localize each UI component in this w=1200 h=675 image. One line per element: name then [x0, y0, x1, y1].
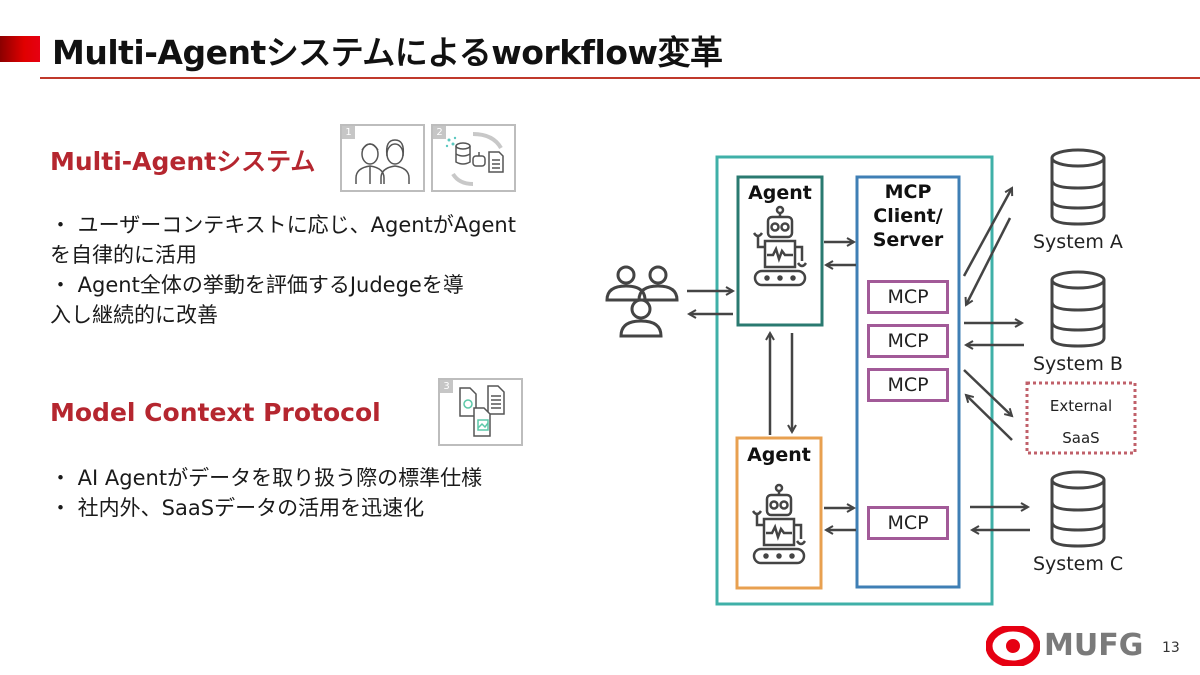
slide-title: Multi-Agentシステムによるworkflow変革 — [52, 33, 723, 72]
agent-top-label: Agent — [748, 182, 812, 204]
section1-bullets: ・ ユーザーコンテキストに応じ、AgentがAgent を自律的に活用 ・ Ag… — [50, 210, 516, 330]
database-icon-system-b — [1050, 270, 1106, 348]
system-boundary — [715, 155, 994, 606]
bullet-text: ・ 社内外、SaaSデータの活用を迅速化 — [50, 496, 425, 520]
bullet-text: ・ Agent全体の挙動を評価するJudegeを導 — [50, 273, 464, 297]
documents-icon — [459, 385, 505, 437]
agent-bottom-label: Agent — [747, 444, 811, 466]
title-accent-bar — [0, 36, 40, 62]
mcp-module-1: MCP — [867, 280, 949, 314]
arrow-system-a-to-mcp — [966, 217, 1012, 305]
arrow-mcp-to-saas — [963, 369, 1012, 416]
bullet-text: ・ AI Agentがデータを取り扱う際の標準仕様 — [50, 466, 483, 490]
mufg-logo-text: MUFG — [1044, 628, 1144, 663]
mcp-module-2: MCP — [867, 324, 949, 358]
thumbnail-3: 3 — [438, 378, 523, 446]
agent-box-top — [736, 175, 824, 327]
arrow-saas-to-mcp — [966, 395, 1013, 441]
system-c-label: System C — [1033, 553, 1124, 575]
section-heading-multi-agent: Multi-Agentシステム — [50, 147, 316, 176]
robot-icon — [752, 205, 808, 287]
page-number: 13 — [1162, 640, 1180, 656]
mcp-server-label-line: Client/ — [873, 205, 943, 227]
people-icon — [355, 139, 410, 184]
bullet-text: を自律的に活用 — [50, 243, 197, 267]
bullet-text: ・ ユーザーコンテキストに応じ、AgentがAgent — [50, 213, 516, 237]
thumbnail-number: 3 — [440, 380, 453, 393]
mcp-module-4: MCP — [867, 506, 949, 540]
thumbnail-1: 1 — [340, 124, 425, 192]
mcp-server-label-line: MCP — [884, 181, 932, 203]
database-icon-system-a — [1050, 148, 1106, 226]
section2-bullets: ・ AI Agentがデータを取り扱う際の標準仕様 ・ 社内外、SaaSデータの… — [50, 463, 482, 523]
mufg-logo-mark — [986, 626, 1040, 666]
database-icon-system-c — [1050, 470, 1106, 548]
users-icon — [605, 265, 679, 338]
thumbnail-number: 2 — [433, 126, 446, 139]
external-saas-label-1: External — [1049, 397, 1113, 415]
title-divider — [40, 77, 1200, 79]
arrow-mcp-to-system-a — [962, 188, 1012, 277]
mcp-server-label: MCP Client/ Server — [857, 180, 959, 252]
thumbnail-2: 2 — [431, 124, 516, 192]
mcp-module-3: MCP — [867, 368, 949, 402]
system-b-label: System B — [1033, 353, 1123, 375]
section-heading-mcp: Model Context Protocol — [50, 398, 381, 427]
external-saas-box — [1025, 381, 1137, 455]
robot-icon — [751, 483, 807, 565]
thumbnail-number: 1 — [342, 126, 355, 139]
database-robot-document-cycle-icon — [445, 132, 504, 186]
arrows — [687, 188, 1030, 530]
mcp-server-label-line: Server — [872, 229, 944, 251]
bullet-text: 入し継続的に改善 — [50, 303, 218, 327]
system-a-label: System A — [1033, 231, 1123, 253]
external-saas-label-2: SaaS — [1062, 429, 1100, 447]
